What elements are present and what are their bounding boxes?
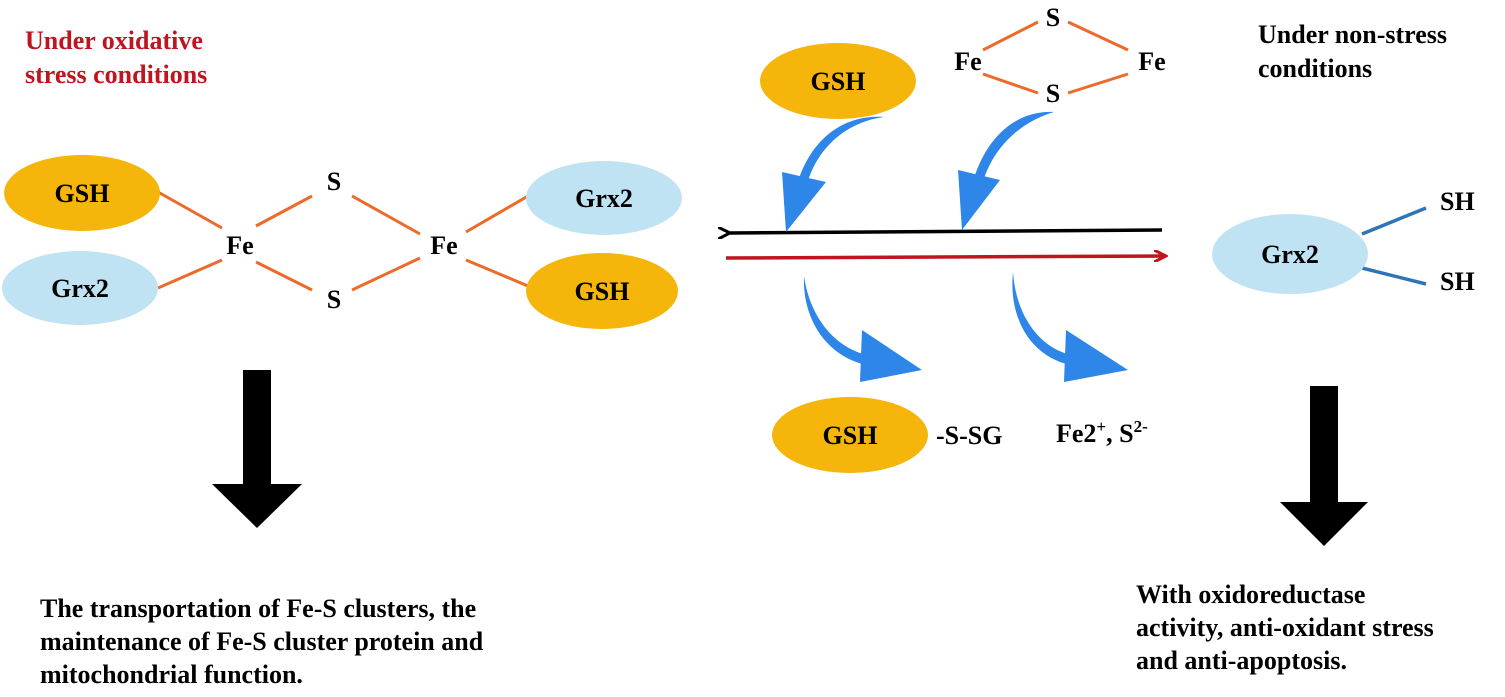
svg-text:Grx2: Grx2 — [51, 274, 109, 303]
atom-fe-left: Fe — [226, 231, 253, 260]
svg-text:Grx2: Grx2 — [1261, 240, 1319, 269]
right-down-arrow — [1280, 386, 1368, 546]
top-cluster-bonds — [982, 20, 1129, 95]
middle-gsh-top: GSH — [760, 43, 916, 119]
curved-arrow-gsh-out — [803, 276, 922, 382]
left-gsh-right: GSH — [526, 253, 678, 329]
product-gsh: GSH — [772, 397, 928, 473]
sh-top: SH — [1440, 187, 1475, 216]
svg-text:GSH: GSH — [811, 67, 866, 96]
svg-text:GSH: GSH — [575, 277, 630, 306]
outcome-oxidative: The transportation of Fe-S clusters, the… — [40, 594, 484, 689]
cluster-s-top: S — [1046, 3, 1060, 32]
heading-nonstress: Under non-stress conditions — [1258, 20, 1448, 83]
reverse-arrow — [730, 230, 1163, 233]
cluster-fe-left: Fe — [954, 47, 981, 76]
left-grx2-right: Grx2 — [526, 161, 682, 235]
svg-text:GSH: GSH — [55, 179, 110, 208]
left-down-arrow — [212, 370, 302, 528]
curved-arrow-gsh-in — [782, 116, 884, 232]
outcome-nonstress: With oxidoreductase activity, anti-oxida… — [1136, 580, 1434, 675]
left-grx2-bottom: Grx2 — [2, 251, 158, 325]
atom-fe-right: Fe — [430, 231, 457, 260]
right-grx2-bonds — [1361, 206, 1427, 286]
right-grx2: Grx2 — [1212, 214, 1368, 294]
product-ssg-label: -S-SG — [936, 421, 1002, 450]
svg-text:Grx2: Grx2 — [575, 184, 633, 213]
forward-arrow — [725, 256, 1166, 258]
atom-s-top: S — [327, 167, 341, 196]
sh-bottom: SH — [1440, 267, 1475, 296]
svg-text:GSH: GSH — [823, 421, 878, 450]
heading-oxidative: Under oxidative stress conditions — [25, 26, 208, 89]
curved-arrow-cluster-in — [958, 111, 1054, 230]
curved-arrow-fe-out — [1012, 272, 1128, 382]
atom-s-bottom: S — [327, 285, 341, 314]
cluster-s-bottom: S — [1046, 79, 1060, 108]
left-gsh-top: GSH — [4, 155, 160, 231]
left-complex-bonds — [157, 190, 529, 292]
cluster-fe-right: Fe — [1138, 47, 1165, 76]
product-fe-s-ions: Fe2+, S2- — [1056, 417, 1148, 448]
